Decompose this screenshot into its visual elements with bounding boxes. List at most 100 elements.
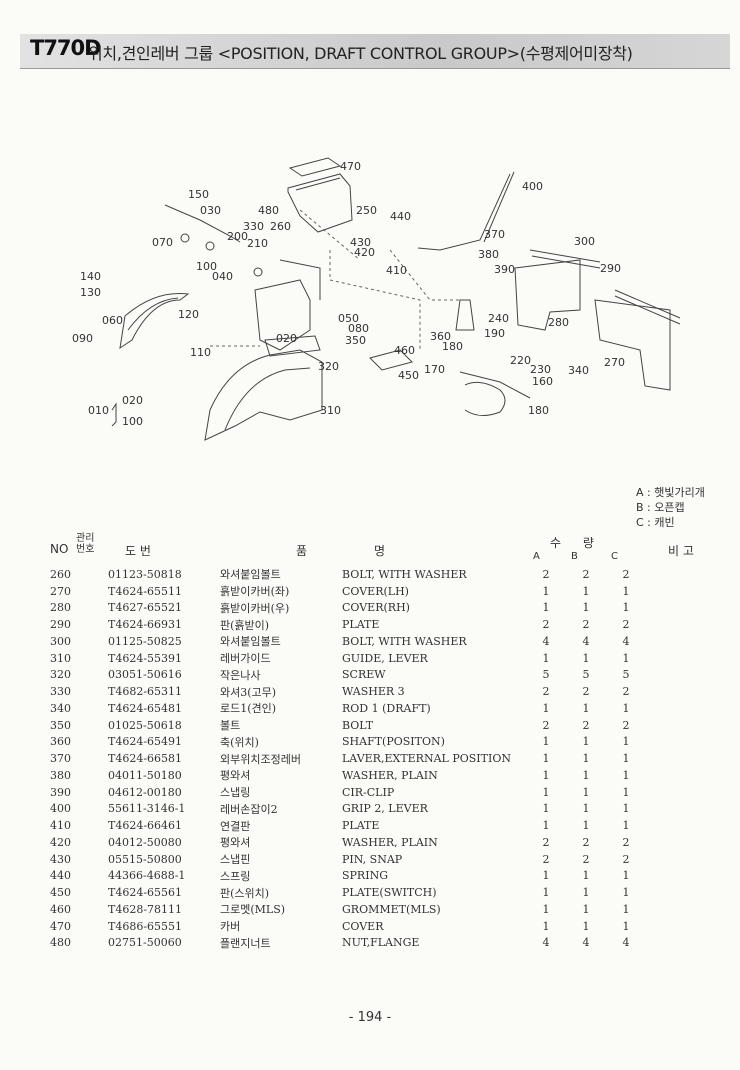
qty-b-cell: 4 — [582, 936, 590, 950]
qty-a-cell: 1 — [542, 869, 550, 883]
korean-name-cell: 흙받이카버(좌) — [220, 585, 290, 599]
part-number-cell: 55611-3146-1 — [108, 802, 186, 816]
part-no-cell: 330 — [50, 685, 71, 699]
part-no-cell: 430 — [50, 852, 71, 866]
callout-480: 480 — [258, 204, 279, 217]
part-cover-470 — [288, 157, 342, 177]
qty-a-cell: 1 — [542, 601, 550, 615]
qty-a-cell: 1 — [542, 768, 550, 782]
qty-c-cell: 1 — [622, 919, 630, 933]
callout-060: 060 — [102, 314, 123, 327]
part-no-cell: 320 — [50, 668, 71, 682]
callout-180: 180 — [442, 340, 463, 353]
legend-item-c: C : 캐빈 — [636, 516, 675, 529]
part-number-cell: T4682-65311 — [108, 685, 183, 699]
korean-name-cell: 평와셔 — [220, 769, 251, 783]
callout-240: 240 — [488, 312, 509, 325]
qty-b-cell: 1 — [582, 919, 590, 933]
header-qty: 수 량 — [550, 536, 594, 550]
qty-a-cell: 2 — [542, 567, 550, 581]
callout-030: 030 — [200, 204, 221, 217]
qty-a-cell: 2 — [542, 852, 550, 866]
qty-c-cell: 5 — [622, 668, 630, 682]
part-number-cell: T4624-65491 — [108, 735, 183, 749]
part-lever-guide-310 — [204, 349, 323, 441]
qty-c-cell: 4 — [622, 936, 630, 950]
korean-name-cell: 레버손잡이2 — [220, 802, 278, 816]
qty-b-cell: 1 — [582, 785, 590, 799]
qty-a-cell: 1 — [542, 802, 550, 816]
part-no-cell: 370 — [50, 752, 71, 766]
korean-name-cell: 와셔붙임볼트 — [220, 568, 281, 582]
english-name-cell: SPRING — [342, 869, 388, 883]
header-qty-a: A — [533, 551, 540, 562]
qty-a-cell: 1 — [542, 701, 550, 715]
qty-a-cell: 2 — [542, 835, 550, 849]
callout-460: 460 — [394, 344, 415, 357]
legend-item-b: B : 오픈캡 — [636, 501, 685, 514]
qty-b-cell: 5 — [582, 668, 590, 682]
english-name-cell: SCREW — [342, 668, 386, 682]
qty-c-cell: 1 — [622, 651, 630, 665]
part-no-cell: 260 — [50, 567, 71, 581]
assembly-sub-020: 020 — [122, 394, 143, 407]
qty-a-cell: 1 — [542, 735, 550, 749]
part-number-cell: 02751-50060 — [108, 936, 182, 950]
part-number-cell: 04012-50080 — [108, 835, 182, 849]
qty-c-cell: 1 — [622, 802, 630, 816]
part-no-cell: 450 — [50, 886, 71, 900]
qty-a-cell: 1 — [542, 819, 550, 833]
qty-c-cell: 1 — [622, 869, 630, 883]
korean-name-cell: 스냅핀 — [220, 853, 251, 867]
part-number-cell: 01125-50825 — [108, 634, 182, 648]
part-number-cell: T4624-65481 — [108, 701, 183, 715]
english-name-cell: WASHER 3 — [342, 685, 405, 699]
qty-b-cell: 2 — [582, 835, 590, 849]
callout-470: 470 — [340, 160, 361, 173]
part-number-cell: 04612-00180 — [108, 785, 182, 799]
callout-300: 300 — [574, 235, 595, 248]
korean-name-cell: 로드1(견인) — [220, 702, 277, 716]
part-number-cell: T4624-66461 — [108, 819, 183, 833]
callout-280: 280 — [548, 316, 569, 329]
korean-name-cell: 와셔3(고무) — [220, 685, 277, 699]
korean-name-cell: 흙받이카버(우) — [220, 601, 290, 615]
callout-250: 250 — [356, 204, 377, 217]
qty-c-cell: 1 — [622, 752, 630, 766]
qty-a-cell: 2 — [542, 718, 550, 732]
english-name-cell: COVER(RH) — [342, 601, 410, 615]
english-name-cell: PLATE(SWITCH) — [342, 886, 437, 900]
part-no-cell: 390 — [50, 785, 71, 799]
callout-370: 370 — [484, 228, 505, 241]
title-bar — [20, 34, 730, 69]
header-qty-b: B — [571, 551, 578, 562]
english-name-cell: LAVER,EXTERNAL POSITION — [342, 752, 511, 766]
callout-380: 380 — [478, 248, 499, 261]
header-remarks: 비 고 — [668, 544, 694, 558]
english-name-cell: COVER(LH) — [342, 584, 409, 598]
korean-name-cell: 와셔붙임볼트 — [220, 635, 281, 649]
callout-130: 130 — [80, 286, 101, 299]
qty-c-cell: 1 — [622, 902, 630, 916]
model-name: T770D — [30, 36, 102, 60]
assembly-sub-100: 100 — [122, 415, 143, 428]
qty-c-cell: 2 — [622, 718, 630, 732]
korean-name-cell: 스프링 — [220, 869, 251, 883]
qty-c-cell: 2 — [622, 852, 630, 866]
callout-050: 050 — [338, 312, 359, 325]
korean-name-cell: 스냅링 — [220, 786, 251, 800]
qty-c-cell: 2 — [622, 835, 630, 849]
korean-name-cell: 플랜지너트 — [220, 936, 271, 950]
part-bracket — [254, 279, 311, 351]
part-number-cell: 03051-50616 — [108, 668, 182, 682]
qty-c-cell: 1 — [622, 601, 630, 615]
part-plate-450 — [369, 349, 413, 371]
header-mgmt: 관리 번호 — [76, 533, 95, 555]
